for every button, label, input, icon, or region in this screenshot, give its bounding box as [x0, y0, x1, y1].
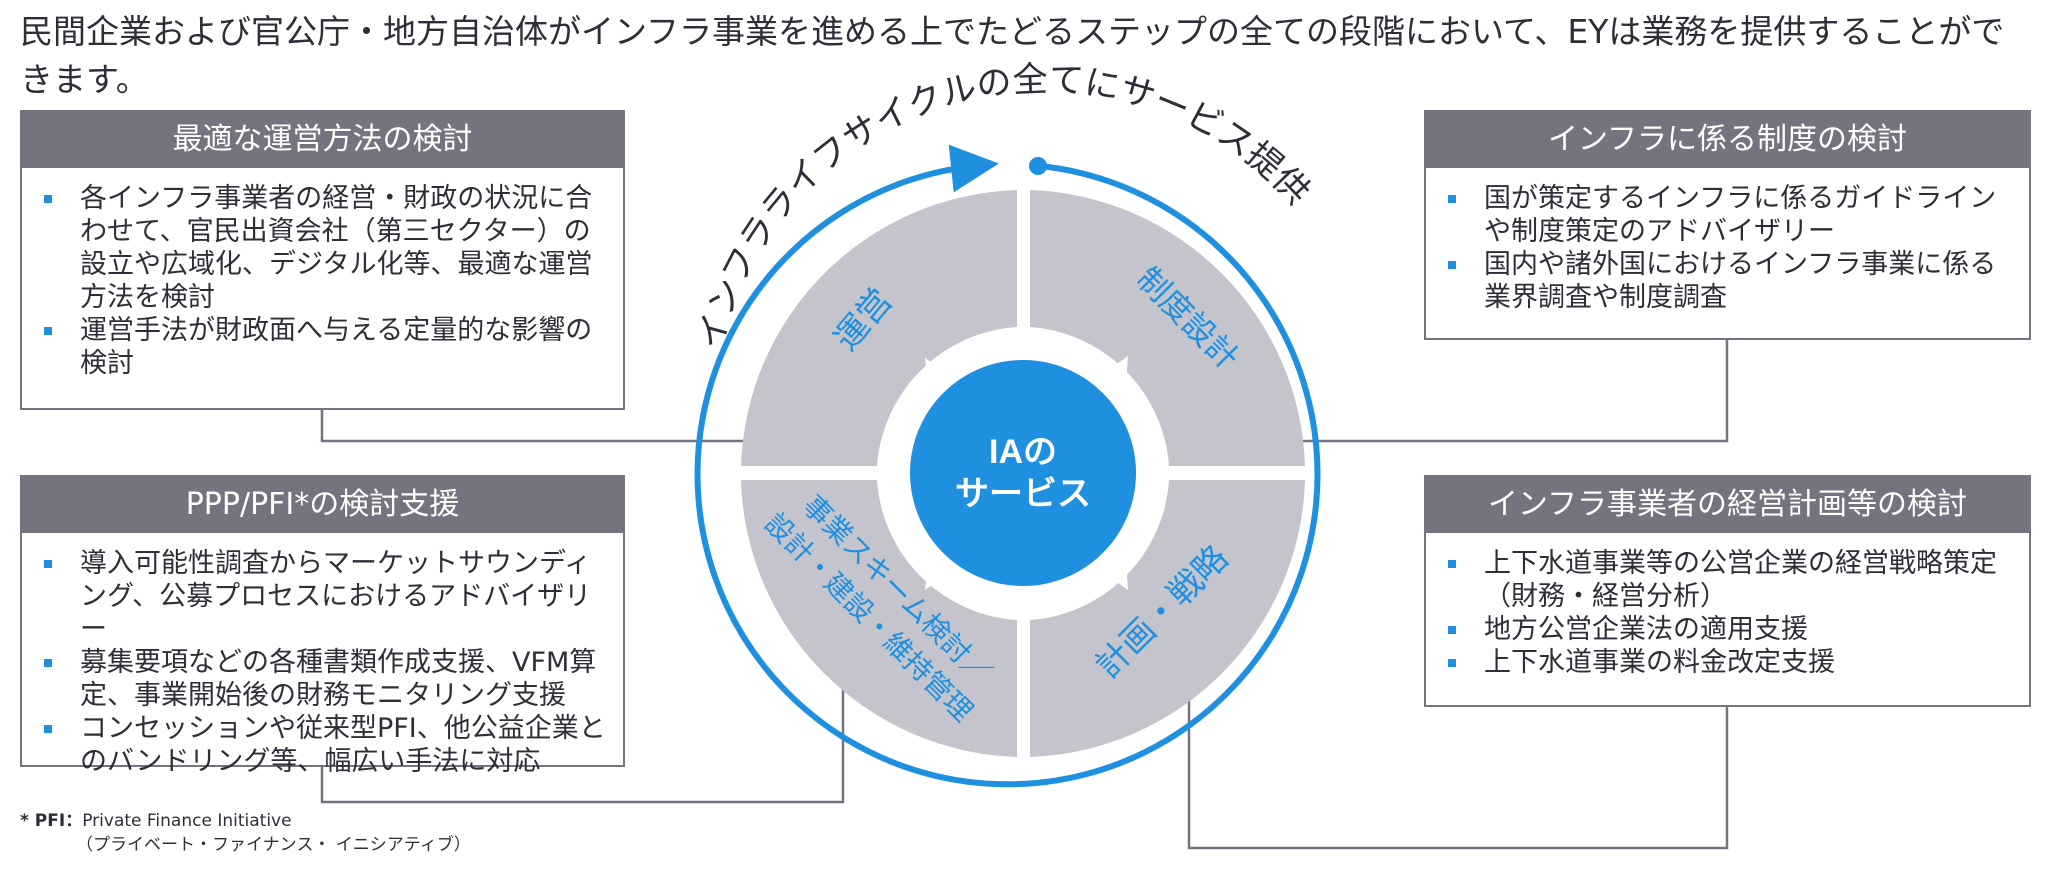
box-optimal-operation: 最適な運営方法の検討 各インフラ事業者の経営・財政の状況に合わせて、官民出資会社… [20, 110, 625, 410]
bullet-list: 各インフラ事業者の経営・財政の状況に合わせて、官民出資会社（第三セクター）の設立… [22, 168, 623, 390]
bullet-list: 導入可能性調査からマーケットサウンディング、公募プロセスにおけるアドバイザリー … [22, 533, 623, 788]
list-item: 地方公営企業法の適用支援 [1438, 613, 2017, 646]
box-infra-system-study: インフラに係る制度の検討 国が策定するインフラに係るガイドラインや制度策定のアド… [1424, 110, 2031, 340]
bullet-list: 国が策定するインフラに係るガイドラインや制度策定のアドバイザリー 国内や諸外国に… [1426, 168, 2029, 324]
segment-top-right [1030, 190, 1305, 466]
footnote: * PFI：Private Finance Initiative （プライベート… [20, 806, 471, 855]
item-text: コンセッションや従来型PFI、他公益企業とのバンドリング等、幅広い手法に対応 [80, 713, 606, 777]
item-text: 地方公営企業法の適用支援 [1484, 614, 1808, 645]
list-item: コンセッションや従来型PFI、他公益企業とのバンドリング等、幅広い手法に対応 [34, 712, 611, 778]
item-text: 上下水道事業の料金改定支援 [1484, 647, 1835, 678]
item-text: 導入可能性調査からマーケットサウンディング、公募プロセスにおけるアドバイザリー [80, 548, 592, 645]
bullet-icon [1448, 560, 1456, 568]
list-item: 上下水道事業の料金改定支援 [1438, 646, 2017, 679]
bullet-icon [1448, 261, 1456, 269]
segment-bottom-left [741, 480, 1017, 757]
list-item: 募集要項などの各種書類作成支援、VFM算定、事業開始後の財務モニタリング支援 [34, 646, 611, 712]
bullet-icon [44, 195, 52, 203]
bullet-icon [44, 659, 52, 667]
list-item: 国内や諸外国におけるインフラ事業に係る業界調査や制度調査 [1438, 248, 2017, 314]
segment-top-left [741, 190, 1017, 466]
box-ppp-pfi-support: PPP/PFI*の検討支援 導入可能性調査からマーケットサウンディング、公募プロ… [20, 475, 625, 777]
connector-bottom-left [320, 648, 845, 804]
item-text: 各インフラ事業者の経営・財政の状況に合わせて、官民出資会社（第三セクター）の設立… [80, 183, 593, 313]
bullet-icon [1448, 659, 1456, 667]
item-text: 国内や諸外国におけるインフラ事業に係る業界調査や制度調査 [1484, 249, 1997, 313]
list-item: 各インフラ事業者の経営・財政の状況に合わせて、官民出資会社（第三セクター）の設立… [34, 182, 611, 314]
ring-start-dot [1029, 157, 1047, 175]
list-item: 国が策定するインフラに係るガイドラインや制度策定のアドバイザリー [1438, 182, 2017, 248]
footnote-sub: （プライベート・ファイナンス・ イニシアティブ） [76, 835, 471, 855]
box-title: PPP/PFI*の検討支援 [22, 477, 623, 533]
center-circle [910, 360, 1136, 586]
inner-notches [925, 356, 1128, 590]
connector-bottom-right [1187, 650, 1729, 850]
box-management-plan: インフラ事業者の経営計画等の検討 上下水道事業等の公営企業の経営戦略策定（財務・… [1424, 475, 2031, 707]
list-item: 導入可能性調査からマーケットサウンディング、公募プロセスにおけるアドバイザリー [34, 547, 611, 646]
bullet-list: 上下水道事業等の公営企業の経営戦略策定（財務・経営分析） 地方公営企業法の適用支… [1426, 533, 2029, 689]
bullet-icon [1448, 195, 1456, 203]
bullet-icon [44, 725, 52, 733]
box-title: インフラ事業者の経営計画等の検討 [1426, 477, 2029, 533]
outer-ring [694, 144, 1321, 788]
bullet-icon [1448, 626, 1456, 634]
box-title: 最適な運営方法の検討 [22, 112, 623, 168]
list-item: 上下水道事業等の公営企業の経営戦略策定（財務・経営分析） [1438, 547, 2017, 613]
item-text: 上下水道事業等の公営企業の経営戦略策定（財務・経営分析） [1484, 548, 1997, 612]
bullet-icon [44, 560, 52, 568]
segment-bottom-right [1030, 480, 1305, 757]
bullet-icon [44, 327, 52, 335]
footnote-text: Private Finance Initiative [82, 811, 292, 831]
item-text: 運営手法が財政面へ与える定量的な影響の検討 [80, 315, 593, 379]
intro-text: 民間企業および官公庁・地方自治体がインフラ事業を進める上でたどるステップの全ての… [20, 12, 2005, 99]
segments [741, 190, 1305, 757]
center-label-line2: サービス [955, 475, 1091, 513]
center-label-line1: IAの [989, 433, 1057, 471]
list-item: 運営手法が財政面へ与える定量的な影響の検討 [34, 314, 611, 380]
box-title: インフラに係る制度の検討 [1426, 112, 2029, 168]
footnote-label: * PFI： [20, 811, 83, 831]
item-text: 国が策定するインフラに係るガイドラインや制度策定のアドバイザリー [1484, 183, 1997, 247]
footnote-line1: * PFI：Private Finance Initiative [20, 806, 471, 831]
item-text: 募集要項などの各種書類作成支援、VFM算定、事業開始後の財務モニタリング支援 [80, 647, 597, 711]
